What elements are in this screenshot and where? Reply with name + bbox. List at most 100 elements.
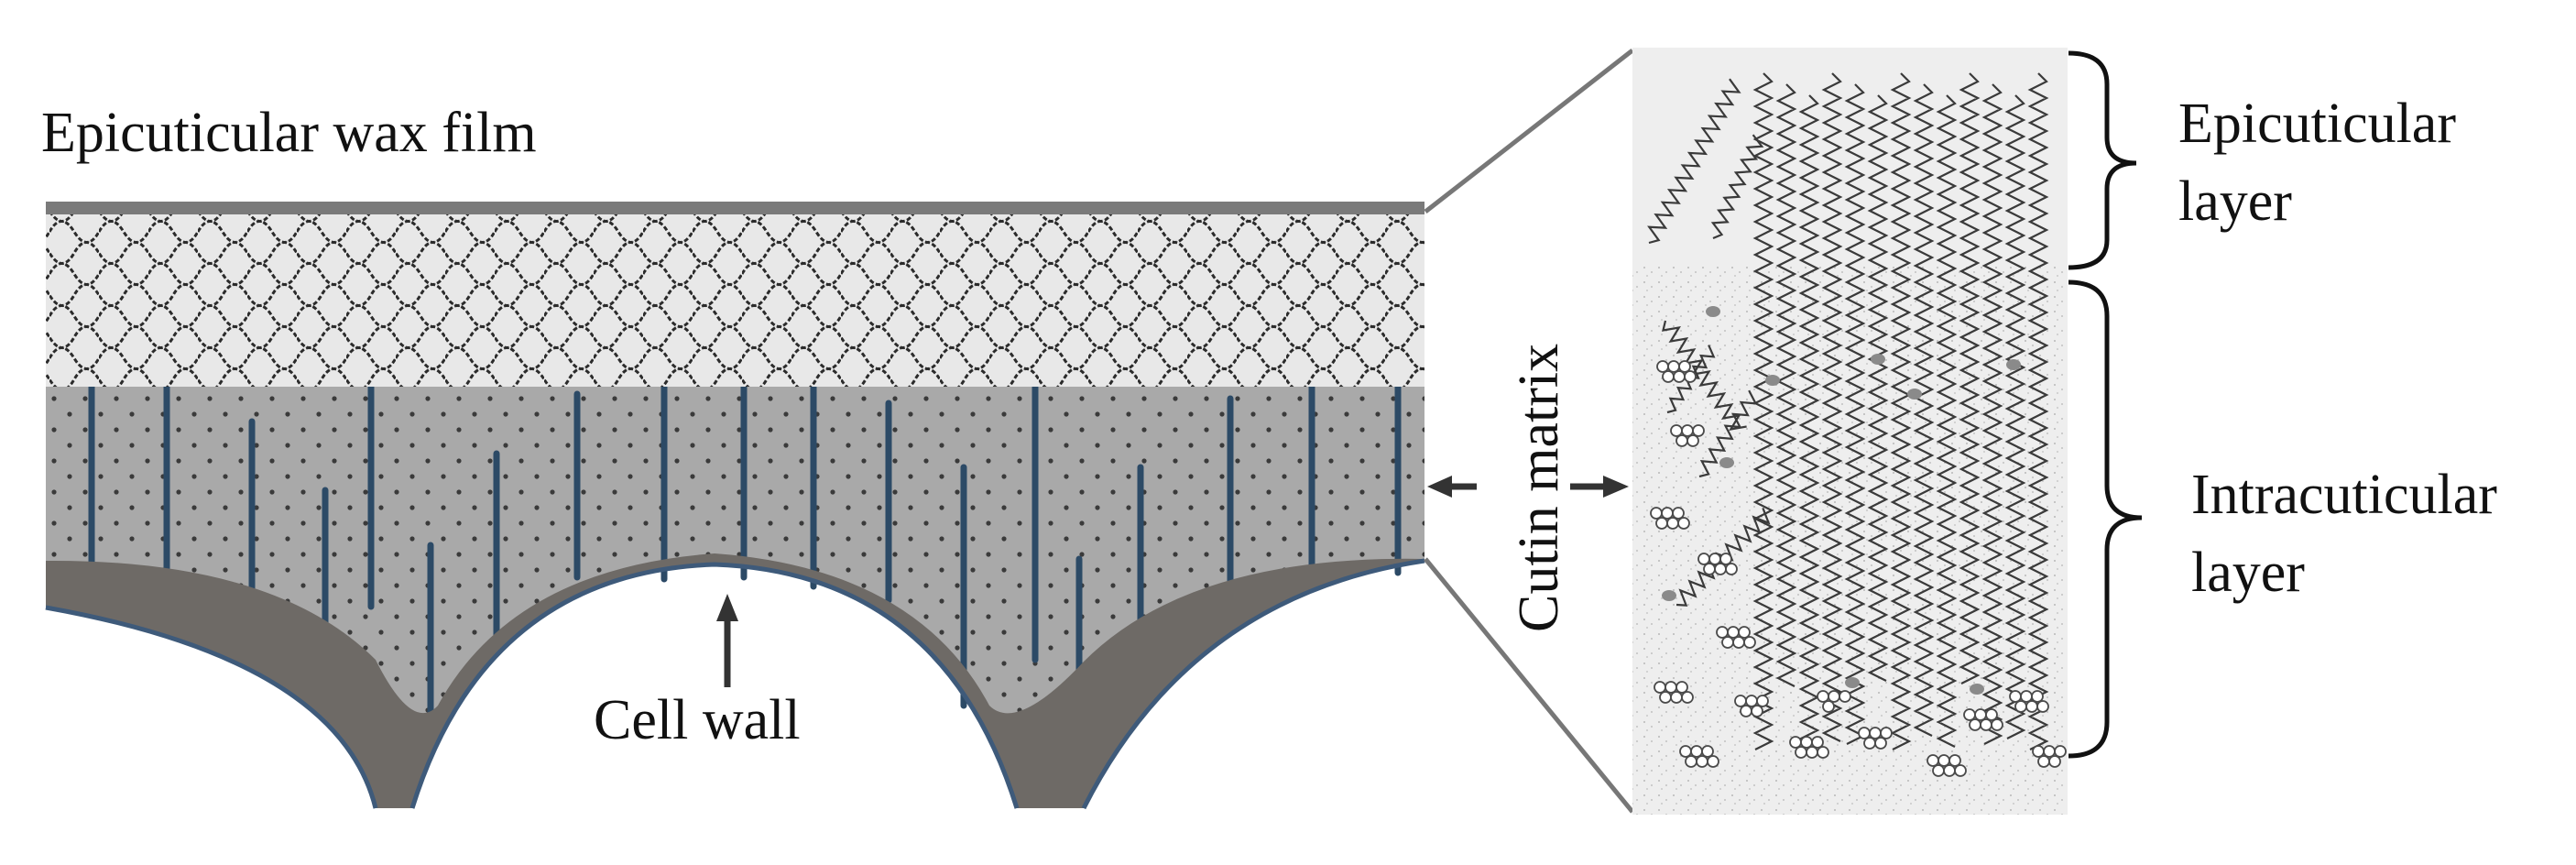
- aromatic-ring: [1974, 708, 1987, 721]
- aromatic-ring: [1685, 755, 1697, 768]
- cutin-matrix-label: Cutin matrix: [1508, 344, 1570, 632]
- wax-film: [46, 202, 1424, 214]
- aromatic-ring: [2009, 690, 2022, 703]
- aromatic-ring: [2043, 745, 2056, 758]
- aromatic-ring-clusters: [1650, 360, 2067, 777]
- wax-chain: [1981, 83, 2003, 745]
- aromatic-ring: [1954, 764, 1967, 777]
- aromatic-ring: [1828, 690, 1840, 703]
- wax-chain: [1936, 94, 1958, 748]
- aromatic-ring: [1839, 690, 1851, 703]
- aromatic-ring: [1789, 736, 1802, 749]
- curly-brace-icon: [2068, 50, 2137, 270]
- pectin-strands: [88, 381, 1402, 762]
- aromatic-ring: [1670, 424, 1683, 437]
- wax-chain: [1698, 389, 1758, 478]
- aromatic-ring: [2037, 755, 2050, 768]
- aromatic-ring: [1991, 718, 2003, 731]
- cuticle-cross-section: [45, 202, 1425, 810]
- epicuticular-layer-label-1: Epicuticular: [2178, 93, 2456, 155]
- aromatic-ring: [1817, 746, 1829, 759]
- aromatic-ring: [1686, 434, 1699, 447]
- wax-chain: [1710, 134, 1764, 240]
- epicuticular-layer-label-2: layer: [2178, 170, 2292, 233]
- blob: [1662, 590, 1676, 601]
- aromatic-ring: [1714, 563, 1727, 575]
- aromatic-ring: [1684, 370, 1697, 383]
- aromatic-ring: [1927, 754, 1939, 767]
- wax-chain: [1959, 72, 1981, 684]
- up-arrow-icon: [716, 594, 738, 687]
- wax-chain: [1867, 94, 1889, 682]
- wax-chain: [1798, 94, 1820, 748]
- cuticle-zoom-panel: [1632, 48, 2068, 815]
- wax-chain: [1662, 320, 1747, 432]
- wax-chain: [1890, 72, 1912, 750]
- aromatic-ring: [1985, 708, 1998, 721]
- cell-wall: [45, 553, 1425, 810]
- aromatic-ring: [1727, 626, 1740, 639]
- aromatic-ring: [1756, 695, 1769, 707]
- aromatic-ring: [1672, 507, 1685, 520]
- aromatic-ring: [2014, 700, 2027, 713]
- wax-chain: [2004, 94, 2026, 739]
- aromatic-ring: [2048, 755, 2061, 768]
- aromatic-ring: [1732, 636, 1745, 649]
- cell-wall-label: Cell wall: [594, 689, 801, 751]
- aromatic-ring: [2020, 690, 2033, 703]
- aromatic-ring: [1659, 691, 1672, 704]
- aromatic-ring: [2032, 745, 2045, 758]
- aromatic-ring: [1969, 718, 1981, 731]
- aromatic-ring: [1863, 737, 1876, 750]
- aromatic-ring: [1743, 636, 1756, 649]
- intracuticular-layer-label-1: Intracuticular: [2191, 464, 2497, 526]
- aromatic-ring: [1675, 681, 1688, 694]
- aromatic-ring: [1661, 507, 1674, 520]
- aromatic-ring: [1795, 746, 1807, 759]
- curly-brace-icon: [2068, 279, 2143, 759]
- aromatic-ring: [1738, 626, 1751, 639]
- wax-chain: [1844, 83, 1866, 745]
- aromatic-ring: [1679, 745, 1692, 758]
- aromatic-ring: [1963, 708, 1976, 721]
- blob: [1907, 389, 1922, 400]
- aromatic-ring: [1745, 695, 1758, 707]
- aromatic-ring: [2031, 690, 2044, 703]
- aromatic-ring: [1858, 727, 1871, 739]
- aromatic-ring: [1880, 727, 1893, 739]
- wax-crystal-pattern: [46, 213, 1424, 387]
- wax-film-label: Epicuticular wax film: [41, 102, 537, 164]
- aromatic-ring: [1665, 681, 1677, 694]
- aromatic-ring: [1716, 626, 1729, 639]
- aromatic-ring: [1650, 507, 1663, 520]
- aromatic-ring: [1800, 736, 1813, 749]
- aromatic-ring: [1662, 370, 1675, 383]
- aromatic-ring: [1681, 691, 1694, 704]
- wax-chain: [1752, 72, 1774, 750]
- blob: [1871, 354, 1885, 365]
- aromatic-ring: [1932, 764, 1945, 777]
- aromatic-ring: [1673, 370, 1686, 383]
- aromatic-ring: [1937, 754, 1950, 767]
- aromatic-ring: [1690, 745, 1703, 758]
- blob: [2006, 359, 2021, 370]
- aromatic-ring: [2036, 700, 2049, 713]
- aromatic-ring: [1667, 360, 1680, 373]
- aromatic-ring: [1874, 737, 1887, 750]
- aromatic-ring: [1681, 424, 1694, 437]
- aromatic-ring: [1719, 553, 1732, 565]
- wax-chain: [1821, 72, 1843, 742]
- aromatic-ring: [1670, 691, 1683, 704]
- aromatic-ring: [1707, 755, 1719, 768]
- aromatic-ring: [1869, 727, 1882, 739]
- wax-chain: [1913, 83, 1935, 737]
- wax-chain: [1647, 78, 1741, 245]
- blob: [1765, 375, 1780, 386]
- aromatic-ring: [1675, 434, 1688, 447]
- right-arrow-icon: [1570, 476, 1629, 498]
- aromatic-ring: [1654, 681, 1666, 694]
- blob: [1706, 306, 1720, 317]
- aromatic-ring: [2054, 745, 2067, 758]
- aromatic-ring: [1697, 553, 1710, 565]
- aromatic-ring: [1751, 705, 1763, 717]
